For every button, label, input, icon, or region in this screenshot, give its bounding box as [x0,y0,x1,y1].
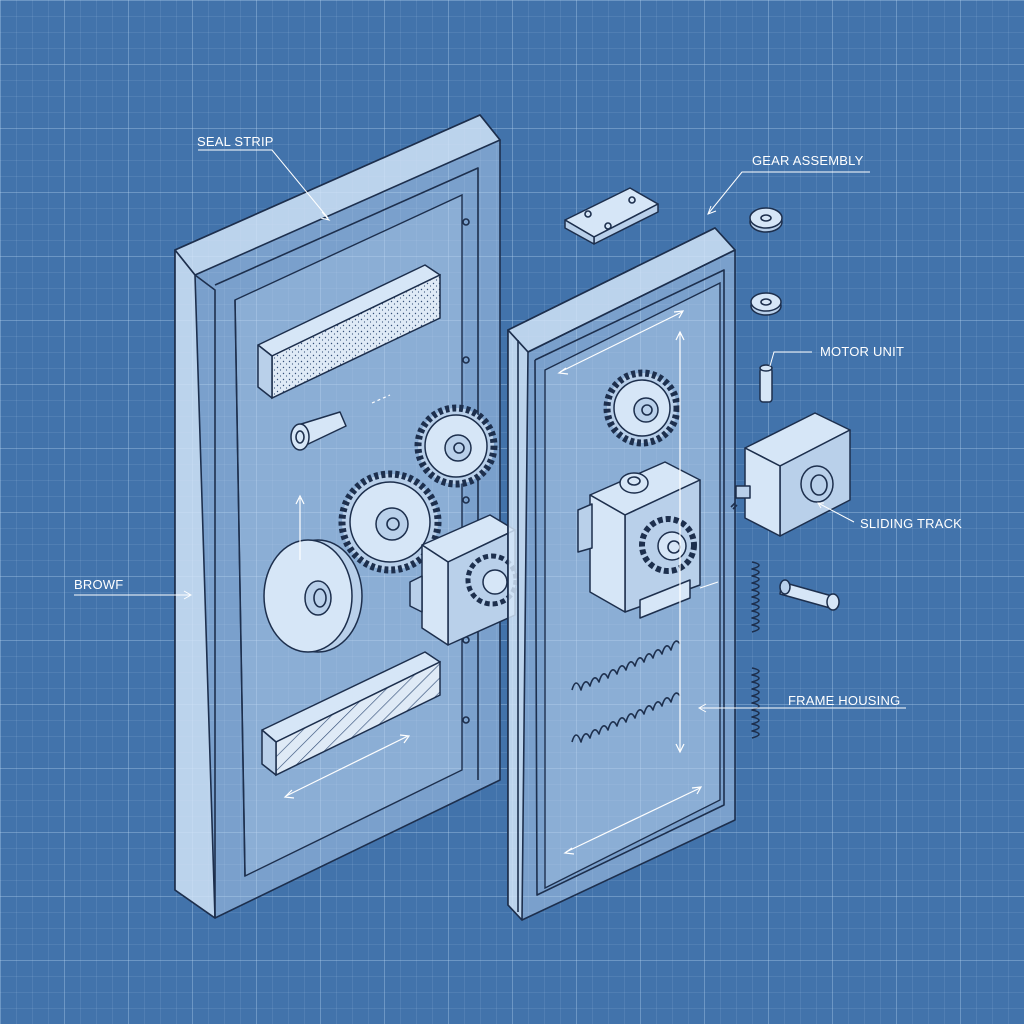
bolt [779,579,840,611]
dimension-arrows [283,310,703,855]
label-seal-strip: SEAL STRIP [197,134,331,221]
left-upper-gear [414,404,498,488]
left-large-gear [338,470,442,574]
hinge-plate [564,187,659,245]
label-sliding-track: SLIDING TRACK [817,502,962,531]
washer-middle [750,292,782,316]
upper-seal-strip [257,264,441,400]
label-frame-housing: FRAME HOUSING [697,581,906,713]
seal-strip-text: SEAL STRIP [197,134,274,149]
sliding-track-text: SLIDING TRACK [860,516,962,531]
side-spring-lower [751,667,760,739]
label-browf: BROWF [74,577,193,600]
left-motor-block [409,514,519,646]
motor-unit-block [730,412,851,537]
lower-seal-strip [261,651,441,777]
label-motor-unit: MOTOR UNIT [769,344,904,367]
pivot-pin [290,411,347,451]
spring-lower [571,692,681,743]
left-door-frame [174,114,501,919]
motor-shaft-pin [759,364,773,403]
pulley-wheel [263,539,363,653]
frame-housing-text: FRAME HOUSING [788,693,900,708]
spring-upper [571,640,681,691]
label-gear-assembly: GEAR ASSEMBLY [707,153,870,215]
right-upper-gear [603,369,681,447]
gear-assembly-text: GEAR ASSEMBLY [752,153,864,168]
browf-text: BROWF [74,577,123,592]
washer-top [749,207,783,233]
gearbox [577,461,701,619]
side-spring-upper [751,561,760,633]
motor-unit-text: MOTOR UNIT [820,344,904,359]
